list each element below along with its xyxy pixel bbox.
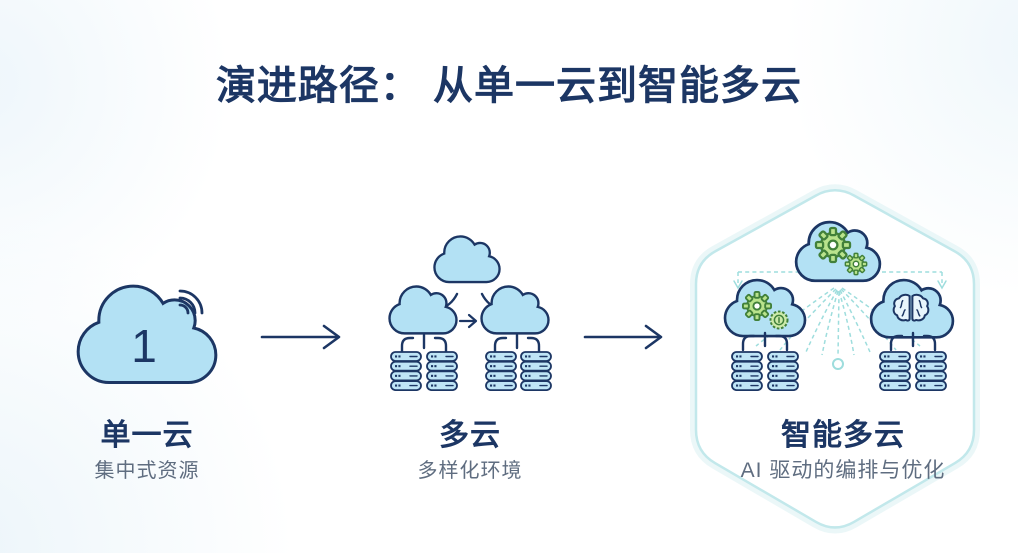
stage-multi-cloud-label: 多云 bbox=[439, 419, 501, 452]
dashed-arrowheads bbox=[733, 280, 947, 290]
stage-intelligent-multi-cloud-sublabel: AI 驱动的编排与优化 bbox=[740, 459, 946, 482]
db-bracket-icon bbox=[400, 333, 448, 354]
gear-icon bbox=[814, 226, 852, 264]
wifi-signal-icon bbox=[178, 289, 204, 315]
right-arrow-icon bbox=[260, 324, 341, 350]
stage-multi-cloud-sublabel: 多样化环境 bbox=[417, 460, 523, 482]
right-arrow-icon bbox=[583, 324, 663, 350]
multi-cloud-left-icon bbox=[388, 285, 458, 335]
database-stack-icon bbox=[520, 351, 552, 392]
multicloud-small-arrow-icon bbox=[458, 313, 478, 329]
stage-single-cloud-sublabel: 集中式资源 bbox=[94, 460, 200, 482]
database-stack-icon bbox=[731, 351, 763, 392]
connector-node-icon bbox=[832, 358, 844, 370]
gear-small-icon bbox=[844, 252, 868, 276]
db-bracket-icon bbox=[493, 333, 541, 354]
stage-single-cloud-label: 单一云 bbox=[100, 419, 194, 452]
gear-icon bbox=[741, 290, 773, 322]
page-title: 演进路径： 从单一云到智能多云 bbox=[215, 63, 803, 108]
database-stack-icon bbox=[426, 351, 458, 392]
token-coin-icon bbox=[769, 310, 789, 330]
multi-cloud-top-icon bbox=[433, 235, 501, 284]
stage-intelligent-multi-cloud-label: 智能多云 bbox=[781, 419, 905, 452]
database-stack-icon bbox=[767, 351, 799, 392]
database-stack-icon bbox=[915, 351, 947, 392]
database-stack-icon bbox=[390, 351, 422, 392]
database-stack-icon bbox=[485, 351, 517, 392]
database-stack-icon bbox=[879, 351, 911, 392]
multi-cloud-right-icon bbox=[480, 285, 550, 335]
cloud-count-badge: 1 bbox=[131, 320, 157, 372]
